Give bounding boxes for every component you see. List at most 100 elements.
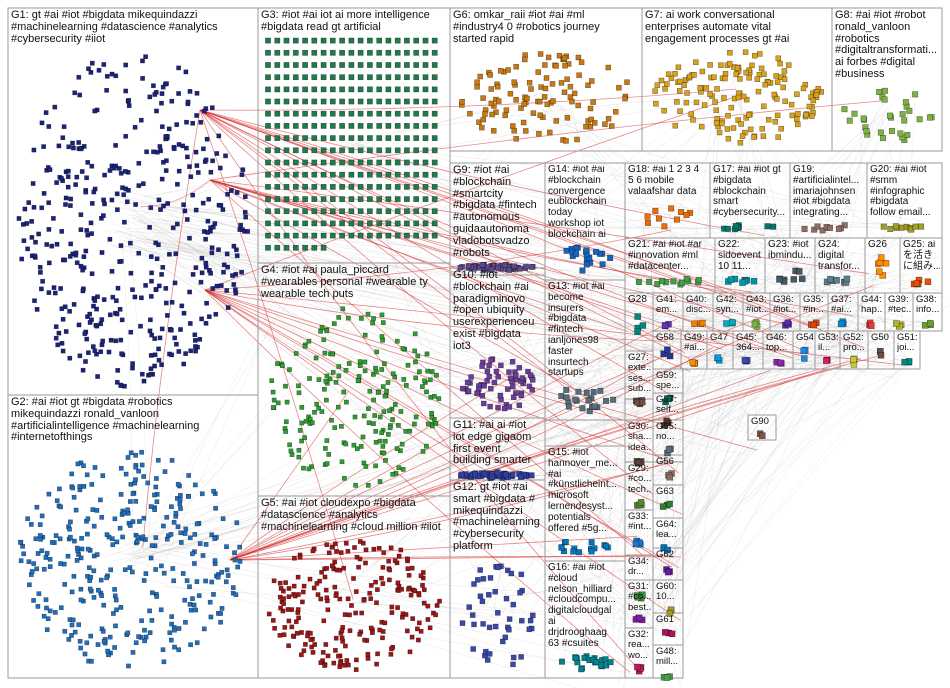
node-g2-132 xyxy=(70,472,74,476)
node-g3-57 xyxy=(265,75,270,80)
node-g7-136 xyxy=(761,104,766,109)
node-g6-82 xyxy=(616,85,621,90)
node-g17-0 xyxy=(765,224,771,230)
node-g10-1 xyxy=(496,374,501,379)
node-g2-314 xyxy=(92,524,96,528)
node-g1-271 xyxy=(170,353,174,357)
node-g3-154 xyxy=(284,136,289,141)
node-g3-270 xyxy=(303,209,308,214)
node-g1-313 xyxy=(243,210,247,214)
node-g3-263 xyxy=(414,197,419,202)
node-g41-2 xyxy=(662,322,668,328)
node-g12-17 xyxy=(528,618,533,623)
node-g3-56 xyxy=(432,62,437,67)
node-g1-363 xyxy=(210,106,214,110)
node-g5-184 xyxy=(342,566,346,570)
node-g3-17 xyxy=(423,38,428,43)
node-g3-234 xyxy=(321,184,326,189)
node-g1-395 xyxy=(138,324,142,328)
node-g2-176 xyxy=(27,583,31,587)
node-g1-139 xyxy=(158,144,162,148)
node-g4-42 xyxy=(374,464,378,468)
node-g2-282 xyxy=(126,455,130,459)
node-g21-10 xyxy=(679,280,685,286)
node-g3-121 xyxy=(330,111,335,116)
node-g3-118 xyxy=(303,111,308,116)
node-g1-286 xyxy=(27,201,31,205)
node-g5-142 xyxy=(370,631,374,635)
node-g1-316 xyxy=(124,89,128,93)
node-g5-58 xyxy=(319,597,323,601)
node-g3-194 xyxy=(303,160,308,165)
node-g7-147 xyxy=(694,100,699,105)
node-g3-199 xyxy=(349,160,354,165)
node-g3-128 xyxy=(395,111,400,116)
node-g3-250 xyxy=(293,197,298,202)
node-g1-314 xyxy=(157,347,161,351)
node-g1-345 xyxy=(149,367,153,371)
node-g1-420 xyxy=(141,76,145,80)
node-g1-421 xyxy=(57,144,61,148)
node-g6-107 xyxy=(512,80,517,85)
node-g1-157 xyxy=(140,59,144,63)
node-g1-318 xyxy=(189,349,193,353)
edge-153 xyxy=(134,231,634,327)
node-g4-27 xyxy=(401,467,405,471)
node-g1-201 xyxy=(170,300,174,304)
node-g1-284 xyxy=(153,353,157,357)
node-g3-48 xyxy=(358,62,363,67)
node-g7-120 xyxy=(722,76,727,81)
node-g3-243 xyxy=(404,184,409,189)
node-g9-54 xyxy=(480,262,485,267)
node-g1-240 xyxy=(108,313,112,317)
node-g2-88 xyxy=(202,627,206,631)
node-g5-153 xyxy=(396,606,400,610)
node-g4-26 xyxy=(393,402,397,406)
node-g12-20 xyxy=(470,613,475,618)
node-g1-254 xyxy=(119,171,123,175)
node-g2-124 xyxy=(89,659,93,663)
node-g9-28 xyxy=(524,264,529,269)
node-g1-384 xyxy=(85,176,89,180)
node-g10-22 xyxy=(510,359,515,364)
node-g19-3 xyxy=(836,226,842,232)
node-g1-245 xyxy=(38,270,42,274)
node-g2-17 xyxy=(70,590,74,594)
node-g6-51 xyxy=(606,116,611,121)
node-g1-81 xyxy=(32,205,36,209)
node-g2-189 xyxy=(85,473,89,477)
node-g1-57 xyxy=(39,287,43,291)
node-g3-309 xyxy=(312,233,317,238)
node-g7-132 xyxy=(699,124,704,129)
node-g4-7 xyxy=(430,369,434,373)
node-g2-293 xyxy=(169,532,173,536)
node-g7-92 xyxy=(737,76,742,81)
node-g3-125 xyxy=(367,111,372,116)
node-g4-162 xyxy=(388,426,392,430)
node-g1-20 xyxy=(107,350,111,354)
node-g1-416 xyxy=(120,352,124,356)
node-g4-123 xyxy=(380,431,384,435)
node-g3-282 xyxy=(414,209,419,214)
node-g5-3 xyxy=(290,625,294,629)
node-g55-2 xyxy=(666,447,672,453)
node-g4-192 xyxy=(396,423,400,427)
node-g5-139 xyxy=(345,658,349,662)
node-g5-65 xyxy=(366,652,370,656)
node-g12-34 xyxy=(460,621,465,626)
node-g3-109 xyxy=(395,99,400,104)
node-g2-218 xyxy=(154,536,158,540)
node-g2-96 xyxy=(225,568,229,572)
node-g2-185 xyxy=(42,614,46,618)
hub-edge-41 xyxy=(205,290,672,567)
node-g3-139 xyxy=(321,123,326,128)
node-g4-125 xyxy=(413,349,417,353)
node-g2-135 xyxy=(195,522,199,526)
node-g7-13 xyxy=(726,136,731,141)
node-g3-326 xyxy=(293,245,298,250)
node-g6-38 xyxy=(522,57,527,62)
node-g1-89 xyxy=(219,284,223,288)
node-g8-24 xyxy=(861,116,867,122)
node-g3-53 xyxy=(404,62,409,67)
node-g7-118 xyxy=(804,112,809,117)
